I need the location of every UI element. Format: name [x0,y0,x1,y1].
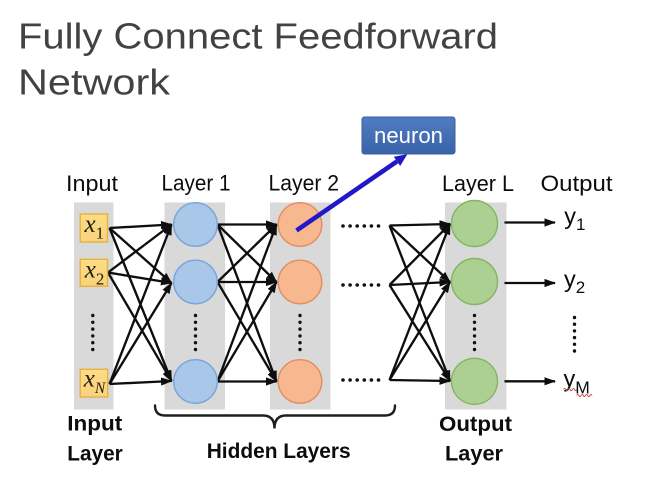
svg-text:Output: Output [541,171,613,196]
svg-text:neuron: neuron [374,123,443,148]
svg-text:Fully Connect Feedforward: Fully Connect Feedforward [18,16,498,57]
svg-text:y1: y1 [564,203,585,234]
svg-text:Output: Output [439,413,512,436]
svg-text:yM: yM [564,365,590,397]
svg-text:Layer L: Layer L [442,171,514,196]
svg-text:y2: y2 [564,266,585,297]
svg-text:Hidden Layers: Hidden Layers [207,440,351,463]
svg-text:Input: Input [67,412,122,435]
svg-text:Network: Network [18,62,171,103]
svg-text:Input: Input [66,171,118,196]
svg-text:xN: xN [83,365,107,397]
svg-text:Layer: Layer [67,443,123,466]
svg-text:Layer: Layer [445,443,503,466]
svg-text:Layer 2: Layer 2 [269,171,340,196]
svg-text:Layer 1: Layer 1 [162,171,231,196]
